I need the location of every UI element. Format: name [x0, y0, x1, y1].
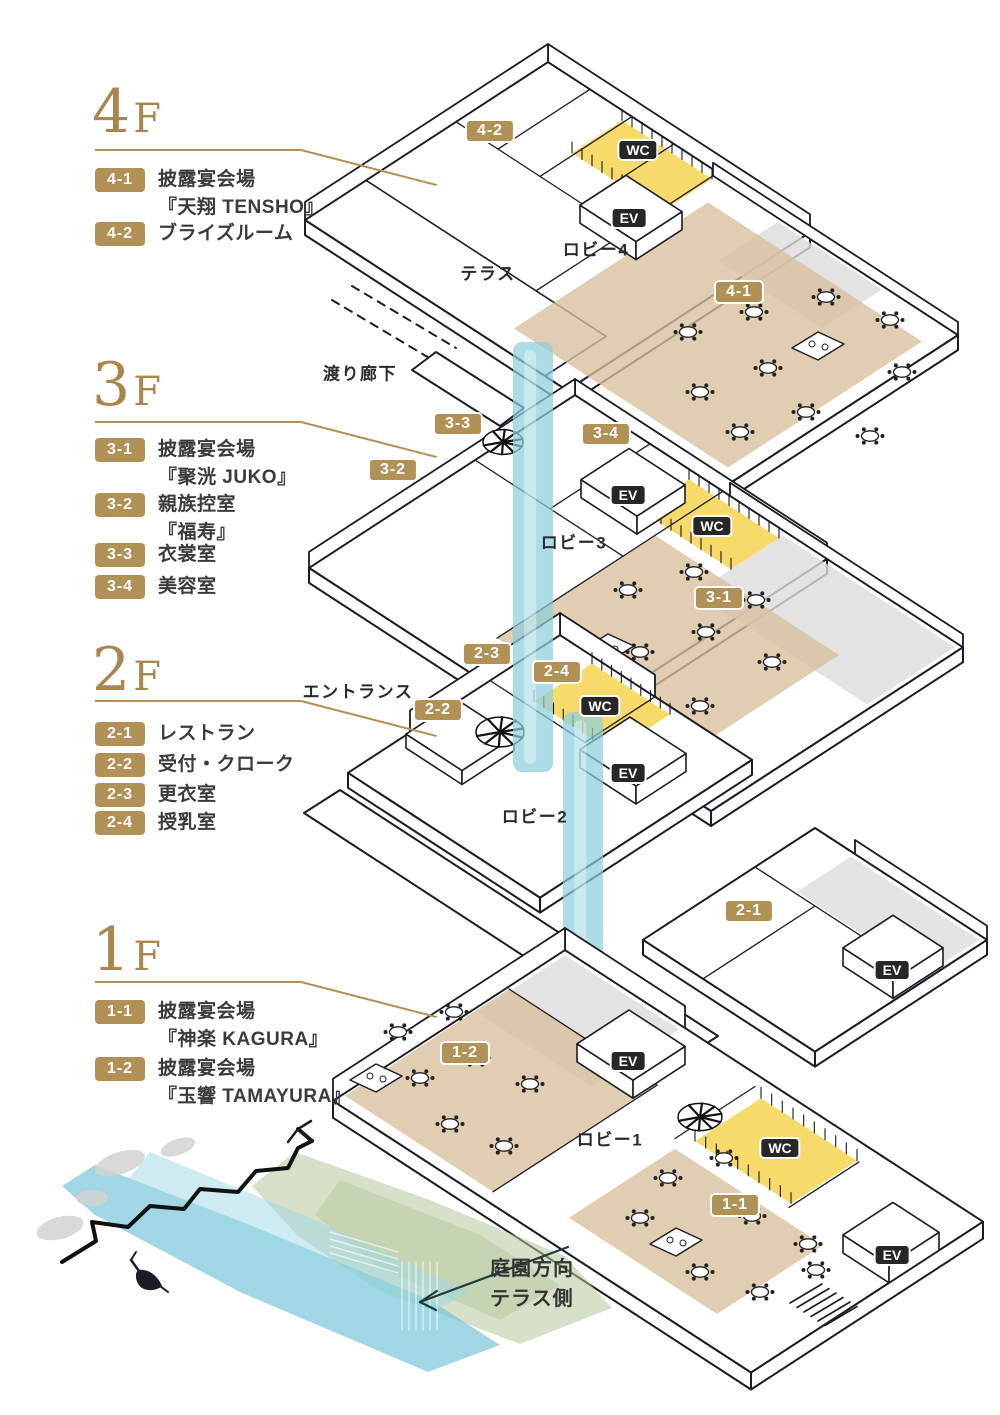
room-code-badge: 2-2 [95, 753, 145, 777]
label-lobby2: ロビー2 [501, 807, 569, 827]
legend-item-1-2: 1-2 披露宴会場『玉響 TAMAYURA』 [95, 1057, 351, 1111]
legend-item-3-4: 3-4 美容室 [95, 575, 217, 601]
legend-line: 授乳室 [158, 812, 217, 833]
legend-line: 『神楽 KAGURA』 [158, 1029, 329, 1050]
legend-line: 『天翔 TENSHO』 [158, 197, 324, 218]
wc-badge-2f: WC [579, 695, 621, 717]
legend-item-2-3: 2-3 更衣室 [95, 783, 217, 809]
plan-badge-2-3: 2-3 [461, 642, 513, 666]
room-code-badge: 3-1 [95, 438, 145, 462]
label-lobby4: ロビー4 [562, 240, 630, 260]
plan-badge-1-2: 1-2 [439, 1041, 491, 1065]
legend-line: 受付・クローク [158, 754, 295, 775]
legend-line: 披露宴会場 [158, 1001, 256, 1022]
plan-badge-4-2: 4-2 [464, 119, 516, 143]
rule-1f [95, 981, 302, 983]
plan-badge-3-2: 3-2 [367, 458, 419, 482]
legend-item-2-2: 2-2 受付・クローク [95, 753, 295, 779]
ev-badge-2f-right: EV [873, 959, 911, 981]
garden-illustration [36, 1119, 612, 1372]
legend-item-2-1: 2-1 レストラン [95, 722, 256, 748]
legend-line: 『玉響 TAMAYURA』 [158, 1086, 352, 1107]
legend-line: 披露宴会場 [158, 1058, 256, 1079]
floor-suffix: F [133, 369, 161, 415]
legend-line: 更衣室 [158, 784, 217, 805]
legend-item-4-1: 4-1 披露宴会場『天翔 TENSHO』 [95, 168, 324, 222]
room-code-badge: 2-1 [95, 722, 145, 746]
label-garden-direction: 庭園方向 テラス側 [490, 1254, 574, 1314]
rule-2f [95, 700, 302, 702]
rule-3f [95, 421, 302, 423]
floor-suffix: F [133, 934, 161, 980]
legend-line: 『聚洸 JUKO』 [158, 467, 297, 488]
legend-item-3-1: 3-1 披露宴会場『聚洸 JUKO』 [95, 438, 297, 492]
ev-badge-1f: EV [609, 1050, 647, 1072]
floor-suffix: F [133, 96, 161, 142]
legend-item-4-2: 4-2 ブライズルーム [95, 222, 293, 248]
label-terrace: テラス [460, 264, 516, 284]
floor-number: 4 [92, 77, 131, 147]
legend-line: 美容室 [158, 576, 217, 597]
ev-badge-3f: EV [609, 484, 647, 506]
plan-badge-3-4: 3-4 [580, 422, 632, 446]
legend-line: 『福寿』 [158, 522, 237, 543]
garden-note-line2: テラス側 [490, 1288, 574, 1310]
label-bridge: 渡り廊下 [323, 364, 397, 384]
plan-badge-2-2: 2-2 [412, 698, 464, 722]
room-code-badge: 3-4 [95, 575, 145, 599]
plan-badge-2-4: 2-4 [531, 660, 583, 684]
legend-line: 披露宴会場 [158, 169, 256, 190]
legend-item-3-3: 3-3 衣裳室 [95, 543, 217, 569]
legend-line: 親族控室 [158, 494, 237, 515]
wc-badge-4f: WC [617, 139, 659, 161]
wc-badge-3f: WC [691, 515, 733, 537]
plan-badge-3-1: 3-1 [693, 586, 745, 610]
floor-4-plan [304, 43, 959, 503]
legend-line: ブライズルーム [158, 223, 294, 244]
garden-note-line1: 庭園方向 [490, 1258, 574, 1280]
room-code-badge: 3-3 [95, 543, 145, 567]
legend-line: 衣裳室 [158, 544, 217, 565]
ev-badge-1f-right: EV [873, 1244, 911, 1266]
label-lobby1: ロビー1 [576, 1130, 644, 1150]
room-code-badge: 4-1 [95, 168, 145, 192]
plan-badge-2-1: 2-1 [723, 899, 775, 923]
legend-line: レストラン [158, 723, 256, 744]
legend-item-1-1: 1-1 披露宴会場『神楽 KAGURA』 [95, 1000, 328, 1054]
label-lobby3: ロビー3 [540, 533, 608, 553]
label-entrance: エントランス [302, 682, 414, 702]
room-code-badge: 2-3 [95, 783, 145, 807]
wc-badge-1f: WC [759, 1137, 801, 1159]
room-code-badge: 1-1 [95, 1000, 145, 1024]
ev-badge-4f: EV [610, 207, 648, 229]
room-code-badge: 4-2 [95, 222, 145, 246]
floor-number: 3 [92, 350, 131, 420]
room-code-badge: 1-2 [95, 1057, 145, 1081]
legend-item-2-4: 2-4 授乳室 [95, 811, 217, 837]
floor-number: 2 [92, 635, 131, 705]
legend-item-3-2: 3-2 親族控室『福寿』 [95, 493, 236, 547]
floor-suffix: F [133, 654, 161, 700]
plan-badge-1-1: 1-1 [709, 1193, 761, 1217]
room-code-badge: 2-4 [95, 811, 145, 835]
room-code-badge: 3-2 [95, 493, 145, 517]
ev-badge-2f: EV [609, 762, 647, 784]
rule-4f [95, 149, 302, 151]
plan-badge-3-3: 3-3 [432, 412, 484, 436]
plan-badge-4-1: 4-1 [713, 280, 765, 304]
legend-line: 披露宴会場 [158, 439, 256, 460]
floor-number: 1 [92, 915, 131, 985]
